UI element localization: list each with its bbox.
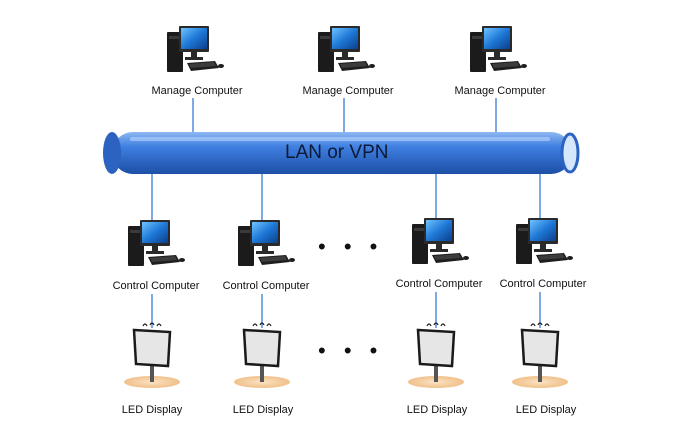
control-computer-icon xyxy=(128,220,185,266)
more-displays-ellipsis: • • • xyxy=(318,338,384,363)
manage-computer-icon xyxy=(167,26,224,72)
network-pipe xyxy=(103,132,580,174)
control-computer-icon xyxy=(412,218,469,264)
led-display-icon xyxy=(122,321,182,390)
control-computer-label: Control Computer xyxy=(395,278,483,290)
led-display-icon xyxy=(510,321,570,390)
control-computer-label: Control Computer xyxy=(499,278,587,290)
control-computer-label: Control Computer xyxy=(112,280,200,292)
control-computer-icon xyxy=(516,218,573,264)
network-label: LAN or VPN xyxy=(285,142,389,163)
led-display-icon xyxy=(406,321,466,390)
led-display-label: LED Display xyxy=(406,404,468,416)
more-computers-ellipsis: • • • xyxy=(318,234,384,259)
manage-computer-label: Manage Computer xyxy=(302,85,394,97)
manage-computer-label: Manage Computer xyxy=(151,85,243,97)
manage-computer-icon xyxy=(318,26,375,72)
control-computer-icon xyxy=(238,220,295,266)
downlink-lines xyxy=(151,172,541,328)
led-display-label: LED Display xyxy=(121,404,183,416)
led-display-icon xyxy=(232,321,292,390)
led-display-label: LED Display xyxy=(232,404,294,416)
led-display-label: LED Display xyxy=(515,404,577,416)
uplink-lines xyxy=(192,98,497,134)
manage-computer-icon xyxy=(470,26,527,72)
manage-computer-label: Manage Computer xyxy=(454,85,546,97)
control-computer-label: Control Computer xyxy=(222,280,310,292)
